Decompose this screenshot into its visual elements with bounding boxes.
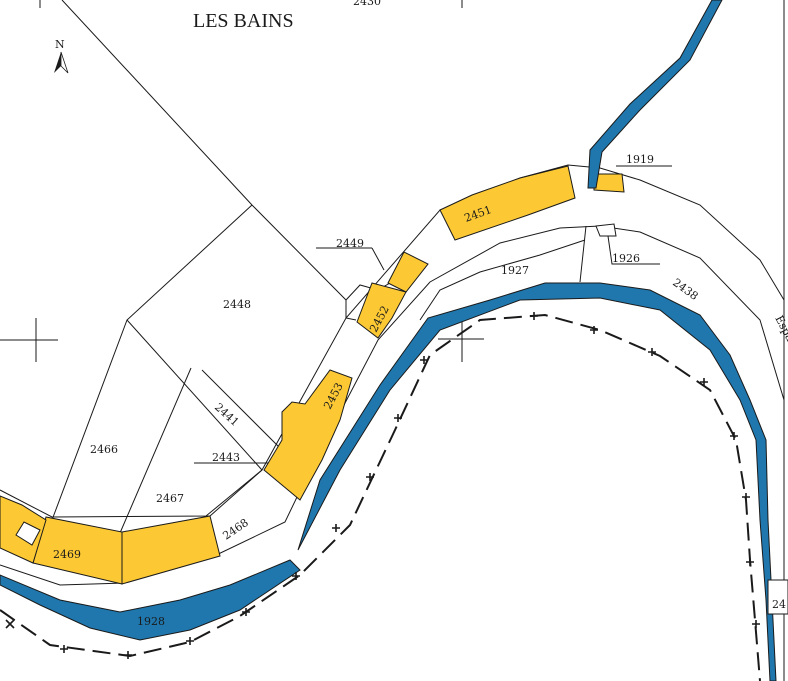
parcel-2469-notch [15, 521, 41, 546]
parcel-label-1926: 1926 [612, 252, 640, 265]
parcel-label-2467: 2467 [156, 492, 184, 505]
parcel-2469-ext [121, 515, 221, 585]
parcel-label-2469: 2469 [53, 548, 81, 561]
parcel-label-24-partial: 24 [772, 598, 786, 611]
parcel-label-2468: 2468 [220, 516, 250, 542]
parcel-1926 [595, 223, 617, 237]
parcel-24-box [767, 579, 788, 615]
parcel-label-2449: 2449 [336, 237, 364, 250]
parcel-label-1919: 1919 [626, 153, 654, 166]
parcel-2452-top [387, 251, 429, 293]
parcel-label-2443: 2443 [212, 451, 240, 464]
parcel-2453 [263, 369, 353, 501]
north-letter: N [55, 38, 65, 51]
parcel-2452 [356, 282, 407, 339]
parcel-label-2448: 2448 [223, 298, 251, 311]
north-arrow-icon: N [54, 38, 69, 74]
map-title: LES BAINS [193, 10, 294, 32]
highlighted-parcels [0, 165, 625, 585]
road-label-partial: Espa [772, 313, 788, 344]
river-channel [0, 559, 301, 641]
boundary-crosses [5, 312, 760, 659]
river-bend [297, 282, 777, 681]
parcel-boundaries [51, 0, 672, 534]
parcel-label-2438: 2438 [670, 276, 700, 303]
parcel-label-2466: 2466 [90, 443, 118, 456]
parcel-label-1928: 1928 [137, 615, 165, 628]
stream [587, 0, 723, 189]
parcel-1919 [593, 173, 625, 193]
parcel-label-2430: 2430 [353, 0, 381, 8]
parcel-2451 [439, 165, 576, 241]
crosshair-icon [438, 318, 484, 362]
parcel-label-1927: 1927 [501, 264, 529, 277]
crosshair-icon [0, 318, 58, 362]
